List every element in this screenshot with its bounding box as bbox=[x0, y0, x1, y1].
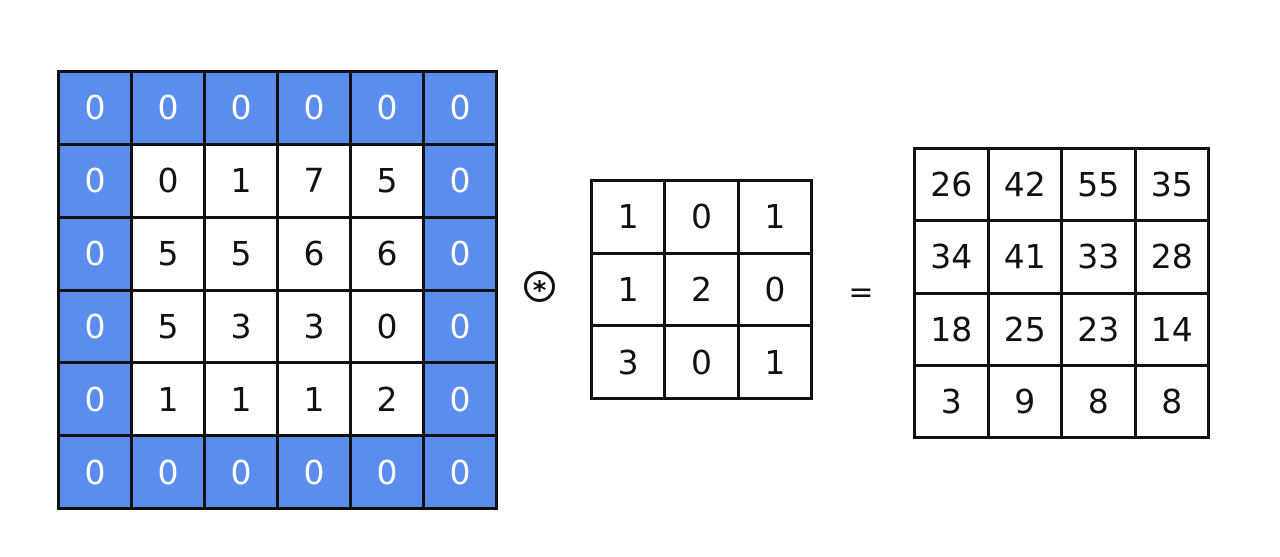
kernel-cell: 1 bbox=[739, 327, 810, 397]
kernel-cell: 3 bbox=[593, 327, 664, 397]
input-cell: 6 bbox=[352, 218, 422, 289]
output-cell: 55 bbox=[1063, 150, 1134, 220]
output-cell: 33 bbox=[1063, 222, 1134, 292]
kernel-cell: 1 bbox=[593, 182, 664, 252]
input-cell: 5 bbox=[206, 218, 276, 289]
kernel-cell: 1 bbox=[739, 182, 810, 252]
output-cell: 14 bbox=[1136, 294, 1207, 364]
input-padding-cell: 0 bbox=[60, 437, 130, 507]
input-padding-cell: 0 bbox=[352, 437, 422, 507]
output-cell: 3 bbox=[916, 366, 987, 436]
output-cell: 23 bbox=[1063, 294, 1134, 364]
input-cell: 1 bbox=[206, 145, 276, 216]
input-padding-cell: 0 bbox=[279, 437, 349, 507]
equals-sign: = bbox=[848, 274, 874, 310]
input-padding-cell: 0 bbox=[425, 364, 495, 435]
convolution-operator-symbol: * bbox=[532, 275, 547, 306]
output-cell: 9 bbox=[989, 366, 1060, 436]
kernel-cell: 0 bbox=[666, 327, 737, 397]
input-padding-cell: 0 bbox=[60, 218, 130, 289]
input-padding-cell: 0 bbox=[133, 73, 203, 143]
output-cell: 35 bbox=[1136, 150, 1207, 220]
output-cell: 18 bbox=[916, 294, 987, 364]
output-cell: 26 bbox=[916, 150, 987, 220]
input-padding-cell: 0 bbox=[133, 437, 203, 507]
kernel-cell: 0 bbox=[666, 182, 737, 252]
input-padding-cell: 0 bbox=[60, 291, 130, 362]
input-padding-cell: 0 bbox=[425, 73, 495, 143]
input-padding-cell: 0 bbox=[279, 73, 349, 143]
input-padding-cell: 0 bbox=[60, 364, 130, 435]
output-cell: 8 bbox=[1136, 366, 1207, 436]
output-cell: 8 bbox=[1063, 366, 1134, 436]
input-padding-cell: 0 bbox=[425, 218, 495, 289]
input-cell: 5 bbox=[133, 291, 203, 362]
input-cell: 0 bbox=[352, 291, 422, 362]
kernel-cell: 0 bbox=[739, 254, 810, 325]
output-cell: 41 bbox=[989, 222, 1060, 292]
input-cell: 5 bbox=[133, 218, 203, 289]
input-cell: 1 bbox=[206, 364, 276, 435]
input-padding-cell: 0 bbox=[425, 145, 495, 216]
input-cell: 3 bbox=[279, 291, 349, 362]
output-cell: 34 bbox=[916, 222, 987, 292]
input-cell: 6 bbox=[279, 218, 349, 289]
convolution-operator-icon: * bbox=[524, 271, 555, 306]
output-cell: 42 bbox=[989, 150, 1060, 220]
input-padding-cell: 0 bbox=[425, 291, 495, 362]
input-cell: 3 bbox=[206, 291, 276, 362]
input-padding-cell: 0 bbox=[352, 73, 422, 143]
input-padding-cell: 0 bbox=[206, 73, 276, 143]
output-cell: 25 bbox=[989, 294, 1060, 364]
input-cell: 1 bbox=[133, 364, 203, 435]
input-cell: 0 bbox=[133, 145, 203, 216]
input-cell: 2 bbox=[352, 364, 422, 435]
input-padding-cell: 0 bbox=[206, 437, 276, 507]
kernel-cell: 2 bbox=[666, 254, 737, 325]
input-padding-cell: 0 bbox=[60, 73, 130, 143]
output-cell: 28 bbox=[1136, 222, 1207, 292]
input-padding-cell: 0 bbox=[60, 145, 130, 216]
input-cell: 7 bbox=[279, 145, 349, 216]
input-cell: 1 bbox=[279, 364, 349, 435]
input-cell: 5 bbox=[352, 145, 422, 216]
input-padding-cell: 0 bbox=[425, 437, 495, 507]
kernel-cell: 1 bbox=[593, 254, 664, 325]
